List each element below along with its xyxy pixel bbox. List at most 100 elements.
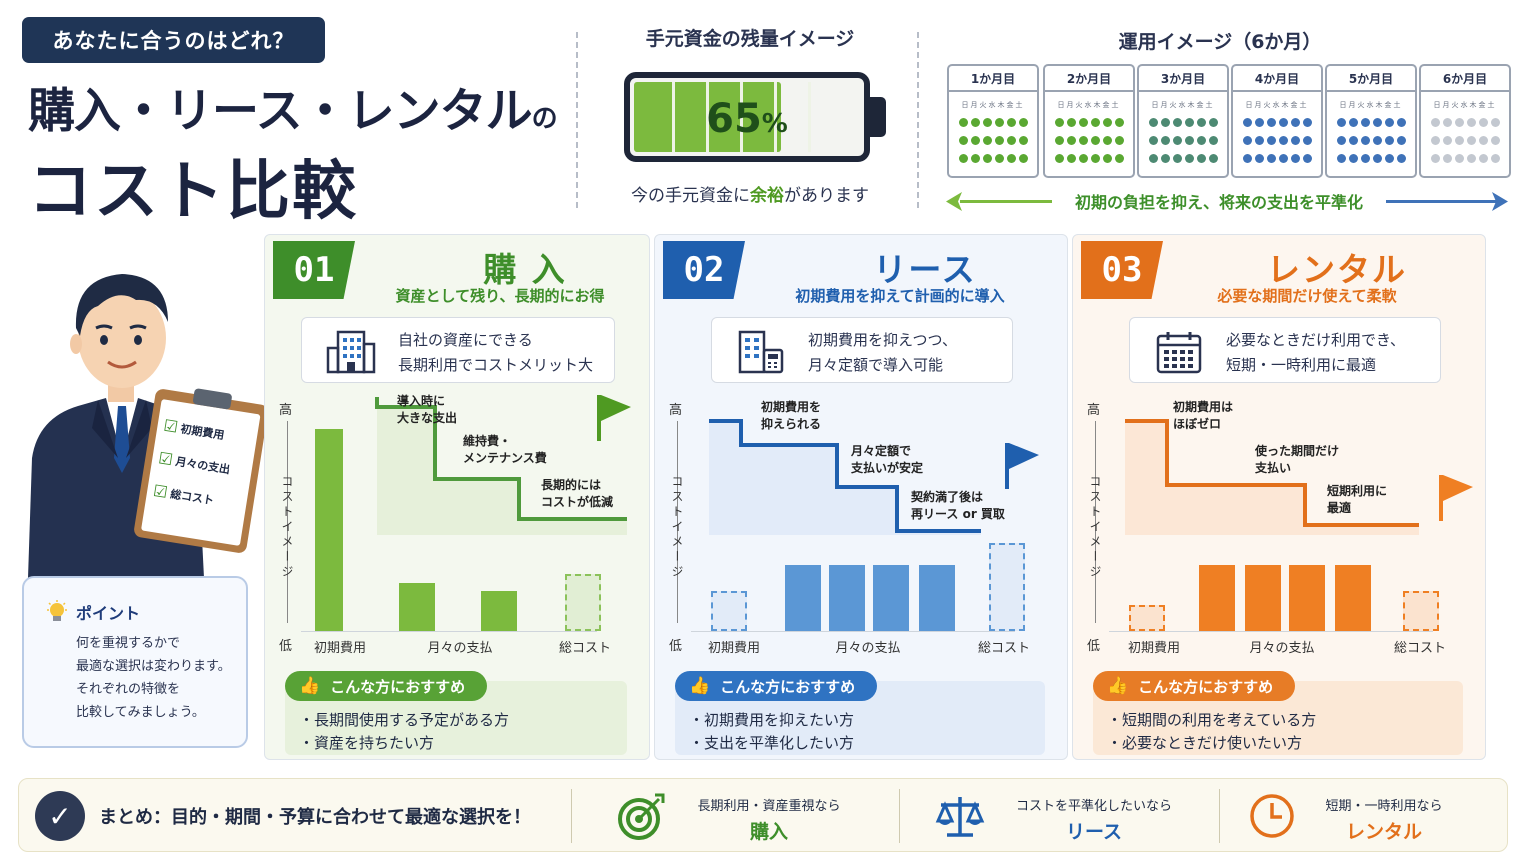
calendar-dot: [1430, 136, 1440, 145]
calendar-weekdays: 日月火水木金土: [961, 101, 1025, 109]
chart-annotation: 月々定額で支払いが安定: [851, 443, 923, 477]
calendar-dot: [1102, 154, 1112, 163]
calendar-dot: [1348, 136, 1358, 145]
title-particle: の: [531, 104, 558, 134]
title-main: 購入・リース・レンタル: [28, 84, 533, 139]
chart-annotation: 短期利用に最適: [1327, 483, 1387, 517]
calendar-dot: [1478, 118, 1488, 127]
feature-line: 必要なときだけ利用でき、: [1226, 331, 1405, 349]
calendar-dot: [1466, 136, 1476, 145]
calendar-dots: [1421, 118, 1509, 163]
scale-icon: [935, 797, 985, 837]
annotation-line: 支払い: [1255, 461, 1292, 475]
calendar-dot: [1208, 154, 1218, 163]
point-body: 何を重視するかで 最適な選択は変わります。 それぞれの特徴を 比較してみましょう…: [76, 636, 231, 720]
feature-line: 初期費用を抑えつつ、: [808, 331, 957, 349]
calendar-dot: [1290, 136, 1300, 145]
calendar-dot: [970, 136, 980, 145]
chart-bar: [1335, 565, 1371, 631]
calendar-dot: [994, 136, 1004, 145]
calendar-dot: [994, 118, 1004, 127]
chart-bar-dashed: [711, 591, 747, 631]
calendar-dot: [1430, 154, 1440, 163]
divider: [576, 32, 578, 208]
calendar-dot: [1348, 154, 1358, 163]
annotation-line: 再リース or 買取: [911, 507, 1005, 521]
x-axis-label: 月々の支払: [835, 641, 901, 656]
chart-baseline: [301, 631, 597, 632]
goal-flag-icon: [1439, 475, 1473, 521]
calendar-dot: [1478, 154, 1488, 163]
battery-segment: [706, 82, 709, 152]
chart-annotation: 長期的にはコストが低減: [541, 477, 613, 511]
arrow-left-icon: [946, 192, 962, 211]
calendar-dot: [1384, 154, 1394, 163]
calendar-dot: [1242, 136, 1252, 145]
checkbox-checked-icon: ☑: [151, 480, 170, 502]
y-axis-high: 高: [1087, 403, 1101, 418]
chart-bar-dashed: [989, 543, 1025, 631]
calendar-dot: [1360, 154, 1370, 163]
annotation-line: 最適: [1327, 501, 1352, 515]
annotation-line: ほぼゼロ: [1173, 417, 1222, 431]
y-axis-line: [677, 421, 678, 623]
x-axis-label: 月々の支払: [1249, 641, 1315, 656]
calendar-dot: [1090, 136, 1100, 145]
calendar-month-label: 3か月目: [1139, 66, 1227, 92]
lightbulb-icon: [47, 600, 67, 621]
calendar-dot: [1054, 136, 1064, 145]
check-circle-icon: ✓: [35, 791, 85, 841]
calendar-dot: [1006, 118, 1016, 127]
calendar-dot: [1054, 154, 1064, 163]
recommendation-title: こんな方におすすめ: [1138, 677, 1274, 696]
calendar-dot: [1490, 154, 1500, 163]
chart-bar-dashed: [1403, 591, 1439, 631]
footer-divider: [1219, 789, 1220, 843]
y-axis-low: 低: [279, 639, 293, 654]
thumbs-up-icon: 👍: [689, 676, 711, 696]
calendar-dot: [1290, 154, 1300, 163]
calendar-weekdays: 日月火水木金土: [1339, 101, 1403, 109]
calendar-month-5: 5か月目日月火水木金土: [1325, 64, 1417, 178]
calendar-dot: [1454, 136, 1464, 145]
summary-text: まとめ：目的・期間・予算に合わせて最適な選択を！: [99, 807, 531, 828]
calendar-dot: [1172, 154, 1182, 163]
panel-title: レンタル: [1267, 250, 1407, 289]
x-axis-label: 月々の支払: [427, 641, 493, 656]
panel-title: 購 入: [483, 250, 567, 289]
calendar-dot: [1242, 154, 1252, 163]
arrow-line-blue: [1280, 200, 1496, 203]
calendar-month-3: 3か月目日月火水木金土: [1137, 64, 1229, 178]
calendar-dot: [1018, 154, 1028, 163]
recommendation-item: ・長期間使用する予定がある方: [299, 711, 510, 729]
battery-cap: [870, 97, 886, 137]
calendar-dot: [1254, 118, 1264, 127]
chart-bar: [919, 565, 955, 631]
chart-bar: [1199, 565, 1235, 631]
calendar-dot: [1360, 136, 1370, 145]
calendar-dot: [1396, 154, 1406, 163]
page-title: 購入・リース・レンタルの: [28, 72, 558, 141]
target-icon: [618, 793, 665, 840]
calendar-dot: [982, 118, 992, 127]
calendar-dot: [970, 118, 980, 127]
calendar-month-label: 2か月目: [1045, 66, 1133, 92]
calendar-dot: [1372, 118, 1382, 127]
calendar-dot: [1148, 136, 1158, 145]
chart-annotation: 導入時に大きな支出: [397, 393, 457, 427]
chart-baseline: [1109, 631, 1433, 632]
goal-flag-icon: [597, 395, 631, 441]
calendar-dot: [1442, 118, 1452, 127]
cost-trend-line: [709, 419, 981, 533]
cost-trend-area: [709, 421, 981, 535]
recommendation-item: ・必要なときだけ使いたい方: [1107, 734, 1303, 752]
feature-card: 初期費用を抑えつつ、月々定額で導入可能: [711, 317, 1013, 383]
y-axis-low: 低: [1087, 639, 1101, 654]
goal-flag-icon: [1005, 443, 1039, 489]
battery-segment: [774, 82, 777, 152]
battery-icon: 65%: [624, 72, 870, 162]
feature-card: 必要なときだけ利用でき、短期・一時利用に最適: [1129, 317, 1441, 383]
cost-trend-line: [1125, 419, 1419, 527]
